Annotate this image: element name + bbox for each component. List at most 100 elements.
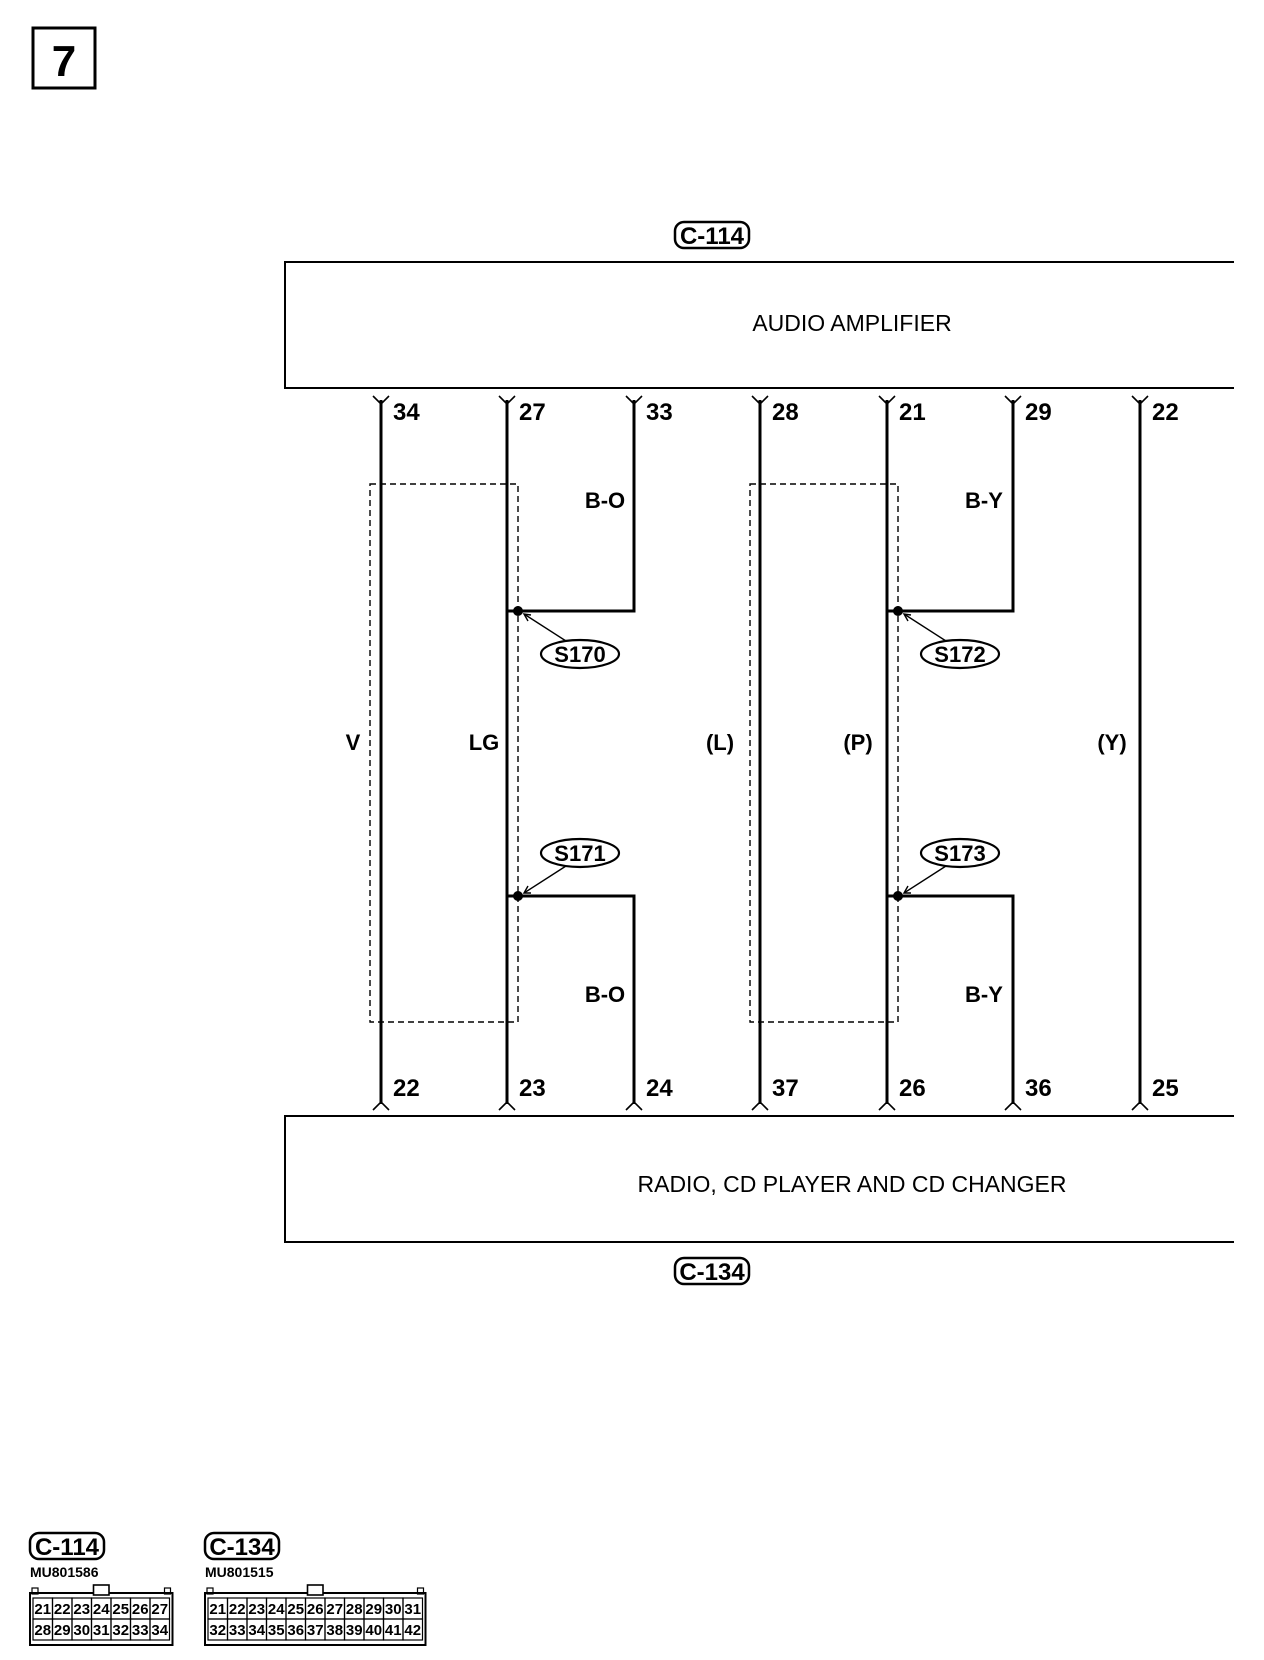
connector-cavity-number: 22 xyxy=(229,1601,246,1618)
component-name-bottom: RADIO, CD PLAYER AND CD CHANGER xyxy=(638,1171,1067,1197)
connector-cavity-number: 28 xyxy=(34,1622,51,1639)
pin-bottom-w7: 25 xyxy=(1152,1075,1179,1102)
connector-cavity-number: 33 xyxy=(229,1622,246,1639)
connector-cavity-number: 33 xyxy=(132,1622,149,1639)
connector-cavity-number: 39 xyxy=(346,1622,363,1639)
pin-top-w5: 21 xyxy=(899,399,926,426)
splice-dot-s172 xyxy=(893,606,903,616)
pin-bottom-w2: 23 xyxy=(519,1075,546,1102)
wire-color-w1: V xyxy=(346,730,361,755)
connector-view-name: C-114 xyxy=(35,1534,100,1561)
connector-part-number: MU801586 xyxy=(30,1564,99,1580)
pin-top-w3: 33 xyxy=(646,399,673,426)
connector-cavity xyxy=(402,1618,424,1641)
shield-box-left xyxy=(369,483,519,1023)
splice-oval-s171 xyxy=(539,837,621,869)
connector-cavity-number: 37 xyxy=(307,1622,324,1639)
connector-cavity-number: 35 xyxy=(268,1622,285,1639)
splice-label-s173: S173 xyxy=(934,841,985,866)
connector-cavity-number: 29 xyxy=(54,1622,71,1639)
connector-cavity-number: 25 xyxy=(287,1601,304,1618)
connector-nub xyxy=(31,1587,39,1595)
connector-cavity-number: 34 xyxy=(248,1622,265,1639)
connector-cavity-number: 27 xyxy=(326,1601,343,1618)
connector-cavity-number: 25 xyxy=(112,1601,129,1618)
connector-cavity-number: 21 xyxy=(34,1601,51,1618)
wire-color-w6-upper: B-Y xyxy=(965,488,1003,513)
connector-cavity-number: 30 xyxy=(73,1622,90,1639)
page-number: 7 xyxy=(52,37,76,86)
pin-bottom-w5: 26 xyxy=(899,1075,926,1102)
splice-label-s170: S170 xyxy=(554,642,605,667)
pin-bottom-w1: 22 xyxy=(393,1075,420,1102)
connector-view-name: C-134 xyxy=(209,1534,275,1561)
connector-cavity-number: 38 xyxy=(326,1622,343,1639)
connector-cavity-number: 26 xyxy=(132,1601,149,1618)
connector-latch xyxy=(306,1584,324,1596)
wire-color-w4: (P) xyxy=(843,730,872,755)
connector-cavity-number: 42 xyxy=(404,1622,421,1639)
connector-cavity-number: 30 xyxy=(385,1601,402,1618)
splice-dot-s170 xyxy=(513,606,523,616)
connector-label-top: C-114 xyxy=(680,223,745,250)
wire-w6-lower xyxy=(898,894,1015,1104)
wire-w3-lower xyxy=(518,894,636,1104)
connector-cavity-number: 24 xyxy=(93,1601,110,1618)
splice-oval-s172 xyxy=(919,638,1001,670)
wire-color-w6-lower: B-Y xyxy=(965,982,1003,1007)
splice-oval-s173 xyxy=(919,837,1001,869)
pin-top-w1: 34 xyxy=(393,399,420,426)
component-name-top: AUDIO AMPLIFIER xyxy=(752,310,951,336)
connector-cavity-number: 36 xyxy=(287,1622,304,1639)
connector-view-name-frame xyxy=(203,1531,281,1561)
connector-cavity-number: 23 xyxy=(248,1601,265,1618)
connector-view-name-frame xyxy=(28,1531,106,1561)
wire-color-w3-upper: B-O xyxy=(585,488,625,513)
connector-label-bottom: C-134 xyxy=(679,1259,745,1286)
connector-cavity-number: 24 xyxy=(268,1601,285,1618)
pin-top-w6: 29 xyxy=(1025,399,1052,426)
connector-cavity-number: 41 xyxy=(385,1622,402,1639)
wire-color-w3-lower: B-O xyxy=(585,982,625,1007)
splice-label-s171: S171 xyxy=(554,841,605,866)
wire-w6-upper xyxy=(898,400,1015,613)
splice-dot-s173 xyxy=(893,891,903,901)
component-box-bottom xyxy=(284,1115,1264,1243)
wire-color-w3: (L) xyxy=(706,730,734,755)
connector-cavity-number: 32 xyxy=(209,1622,226,1639)
pin-bottom-w4: 37 xyxy=(772,1075,799,1102)
connector-cavity-number: 31 xyxy=(404,1601,421,1618)
pin-top-w2: 27 xyxy=(519,399,546,426)
component-box-top xyxy=(284,261,1264,389)
splice-label-s172: S172 xyxy=(934,642,985,667)
connector-cavity-number: 21 xyxy=(209,1601,226,1618)
connector-nub xyxy=(416,1587,425,1595)
wire-w3-upper xyxy=(518,400,636,613)
splice-oval-s170 xyxy=(539,638,621,670)
shield-box-right xyxy=(749,483,899,1023)
connector-label-frame-top xyxy=(673,220,751,250)
connector-label-frame-bottom xyxy=(673,1256,751,1286)
connector-cavity-number: 34 xyxy=(151,1622,168,1639)
connector-cavity xyxy=(149,1618,171,1641)
connector-cavity-number: 26 xyxy=(307,1601,324,1618)
page-number-box xyxy=(31,26,97,90)
pin-top-w7: 22 xyxy=(1152,399,1179,426)
pin-top-w4: 28 xyxy=(772,399,799,426)
connector-cavity-number: 22 xyxy=(54,1601,71,1618)
wire-color-w7: (Y) xyxy=(1097,730,1126,755)
connector-cavity-number: 31 xyxy=(93,1622,110,1639)
pin-bottom-w3: 24 xyxy=(646,1075,673,1102)
connector-latch xyxy=(92,1584,110,1596)
connector-nub xyxy=(163,1587,172,1595)
connector-cavity-number: 28 xyxy=(346,1601,363,1618)
wire-color-w2: LG xyxy=(469,730,500,755)
pin-bottom-w6: 36 xyxy=(1025,1075,1052,1102)
connector-cavity-number: 23 xyxy=(73,1601,90,1618)
connector-nub xyxy=(206,1587,214,1595)
connector-part-number: MU801515 xyxy=(205,1564,274,1580)
splice-dot-s171 xyxy=(513,891,523,901)
connector-cavity-number: 29 xyxy=(365,1601,382,1618)
